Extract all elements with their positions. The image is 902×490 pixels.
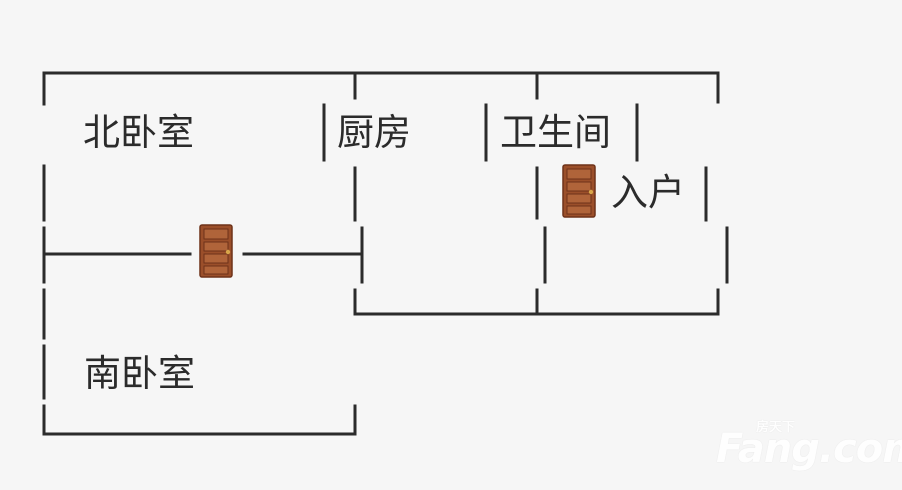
watermark-brand-latin: Fang.com [716,426,902,472]
room-label-south-bedroom: 南卧室 [84,352,195,395]
watermark-logo: 房天下 Fang.com [712,416,902,476]
watermark-brand-cn: 房天下 [756,420,796,435]
room-label-bathroom: 卫生间 [500,111,611,154]
room-label-entrance: 入户 [611,171,685,214]
door-icon [199,224,233,278]
room-label-north-bedroom: 北卧室 [83,111,194,154]
door-icon [562,164,596,218]
room-label-kitchen: 厨房 [337,111,411,154]
